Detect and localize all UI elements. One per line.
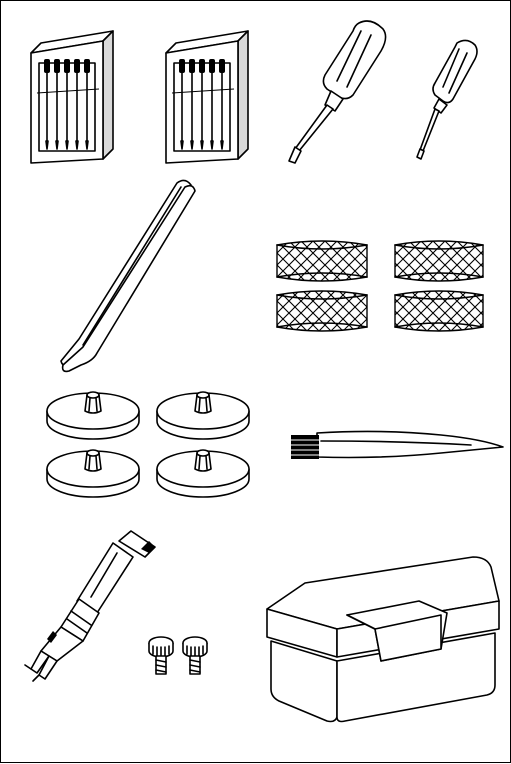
tweezers-icon: [61, 180, 195, 371]
large-screwdriver-icon: [289, 21, 386, 163]
spool-net-icon: [277, 291, 367, 331]
thumb-screw-icon: [183, 637, 207, 674]
needle-pack-icon: [166, 31, 248, 163]
seam-ripper-icon: [25, 531, 155, 681]
spool-cap-icon: [157, 450, 249, 497]
spool-net-icon: [395, 291, 483, 331]
spool-cap-icon: [47, 450, 139, 497]
small-screwdriver-icon: [417, 40, 477, 159]
thumb-screw-icon: [149, 637, 173, 674]
spool-cap-icon: [47, 392, 139, 439]
needle-pack-icon: [31, 31, 113, 163]
lint-brush-icon: [291, 431, 503, 459]
spool-net-icon: [277, 241, 367, 281]
spool-cap-icon: [157, 392, 249, 439]
accessory-case-icon: [267, 557, 499, 722]
spool-net-icon: [395, 241, 483, 281]
